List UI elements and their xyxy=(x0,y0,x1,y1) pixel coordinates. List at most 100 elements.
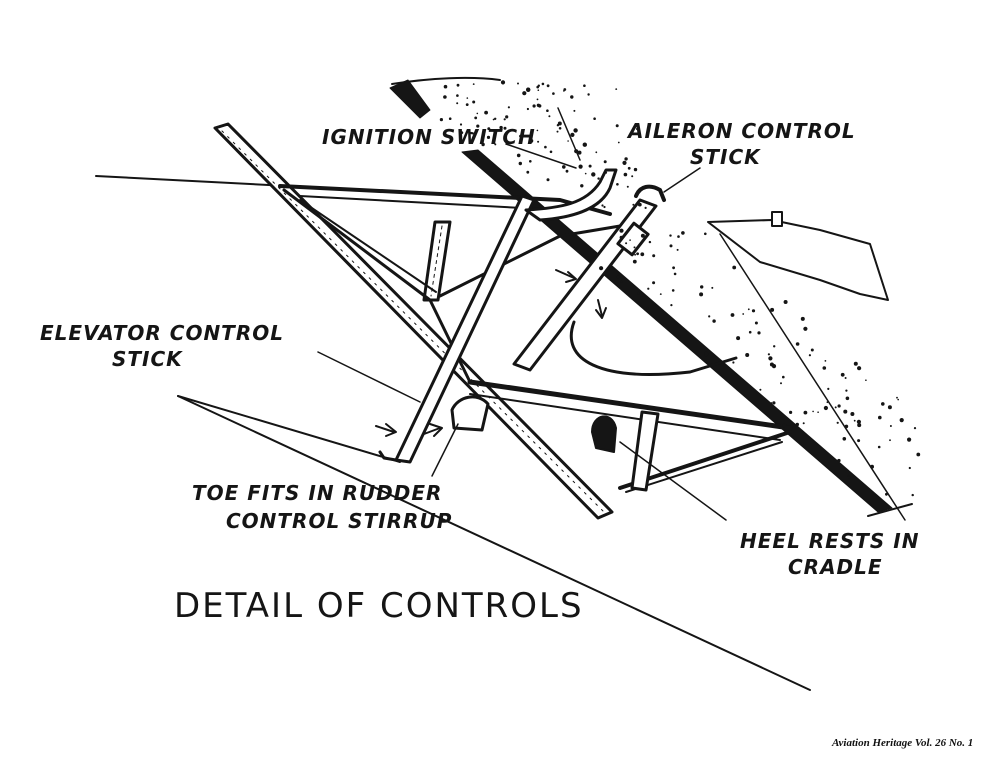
stipple-dot xyxy=(857,366,862,371)
stipple-dot xyxy=(519,134,522,138)
stipple-dot xyxy=(570,132,575,137)
stipple-dot xyxy=(507,106,510,109)
upper-right-longeron xyxy=(461,149,893,513)
stipple-dot xyxy=(845,389,848,392)
stipple-dot xyxy=(583,84,586,87)
stipple-dot xyxy=(822,366,827,370)
stipple-dot xyxy=(795,342,800,346)
stipple-dot xyxy=(574,149,579,154)
stipple-dot xyxy=(573,128,578,133)
stipple-dot xyxy=(865,379,867,382)
stipple-dot xyxy=(850,412,855,416)
label-toe-line1: TOE FITS IN RUDDER xyxy=(192,481,443,505)
stipple-dot xyxy=(633,246,636,249)
stipple-dot xyxy=(916,452,921,457)
stipple-dot xyxy=(840,372,845,377)
stipple-dot xyxy=(782,375,785,379)
stipple-dot xyxy=(616,183,619,186)
stipple-dot xyxy=(472,100,476,104)
stipple-dot xyxy=(754,321,758,325)
stipple-dot xyxy=(889,425,892,427)
stipple-dot xyxy=(837,458,841,463)
stipple-dot xyxy=(588,164,592,168)
stipple-dot xyxy=(460,131,464,135)
stipple-dot xyxy=(700,285,704,289)
stipple-dot xyxy=(494,143,497,146)
cowl-panel xyxy=(707,219,889,301)
stipple-dot xyxy=(640,233,645,238)
stipple-dot xyxy=(537,89,540,91)
stipple-dot xyxy=(857,439,861,443)
stipple-dot xyxy=(812,410,814,413)
stipple-dot xyxy=(448,117,452,120)
stipple-dot xyxy=(549,150,553,154)
stipple-dot xyxy=(503,118,506,121)
stipple-dot xyxy=(834,406,837,409)
stipple-dot xyxy=(773,345,776,348)
stipple-dot xyxy=(803,326,808,331)
stipple-dot xyxy=(826,401,829,404)
label-ignition-switch: IGNITION SWITCH xyxy=(322,125,536,149)
label-heel-line1: HEEL RESTS IN xyxy=(740,529,920,553)
stipple-dot xyxy=(810,348,814,352)
stipple-dot xyxy=(443,84,448,89)
stipple-dot xyxy=(889,439,891,442)
stipple-dot xyxy=(484,110,488,115)
stipple-dot xyxy=(522,91,527,96)
stipple-dot xyxy=(759,388,762,391)
stipple-dot xyxy=(745,353,750,357)
stipple-dot xyxy=(556,130,559,133)
stipple-dot xyxy=(881,402,885,406)
label-toe-line2: CONTROL STIRRUP xyxy=(226,509,453,533)
stipple-dot xyxy=(622,160,627,165)
stipple-dot xyxy=(616,275,620,279)
stipple-dot xyxy=(711,286,714,289)
stipple-dot xyxy=(565,169,569,173)
stipple-dot xyxy=(877,445,881,449)
stipple-dot xyxy=(584,172,587,175)
stipple-dot xyxy=(570,95,574,99)
stipple-dot xyxy=(456,102,459,105)
stipple-dot xyxy=(494,117,497,121)
stipple-dot xyxy=(767,353,771,356)
stipple-dot xyxy=(789,410,793,414)
stipple-dot xyxy=(853,361,858,366)
stipple-dot xyxy=(896,396,898,399)
stipple-dot xyxy=(844,377,847,379)
stipple-dot xyxy=(843,409,848,414)
fuselage-lower-line xyxy=(177,395,811,691)
stipple-dot xyxy=(603,205,606,209)
stipple-shading xyxy=(439,80,921,497)
stipple-dot xyxy=(629,239,631,241)
stipple-dot xyxy=(632,203,635,206)
aileron-control-stick xyxy=(512,184,666,372)
stipple-dot xyxy=(817,411,819,414)
ignition-switch-lever xyxy=(524,168,618,222)
source-credit: Aviation Heritage Vol. 26 No. 1 xyxy=(832,737,974,749)
stipple-dot xyxy=(780,382,782,385)
stipple-dot xyxy=(637,291,640,295)
stipple-dot xyxy=(536,103,541,108)
stipple-dot xyxy=(637,202,642,207)
stipple-dot xyxy=(625,242,628,245)
stipple-dot xyxy=(640,296,644,300)
stipple-dot xyxy=(595,151,598,154)
label-aileron-line1: AILERON CONTROL xyxy=(628,119,856,143)
stipple-dot xyxy=(548,115,551,118)
stipple-dot xyxy=(770,402,773,404)
diagram-title: DETAIL OF CONTROLS xyxy=(174,586,584,626)
label-heel-line2: CRADLE xyxy=(788,555,883,579)
stipple-dot xyxy=(676,248,679,251)
stipple-dot xyxy=(518,161,522,166)
stipple-dot xyxy=(837,404,841,408)
stipple-dot xyxy=(532,104,536,108)
stipple-dot xyxy=(470,131,473,135)
stipple-dot xyxy=(557,121,562,126)
stipple-dot xyxy=(808,354,812,357)
stipple-dot xyxy=(908,466,911,470)
stipple-dot xyxy=(465,103,469,106)
stipple-dot xyxy=(768,356,773,361)
stipple-dot xyxy=(526,107,530,111)
stipple-dot xyxy=(481,142,485,147)
stipple-dot xyxy=(516,153,521,158)
